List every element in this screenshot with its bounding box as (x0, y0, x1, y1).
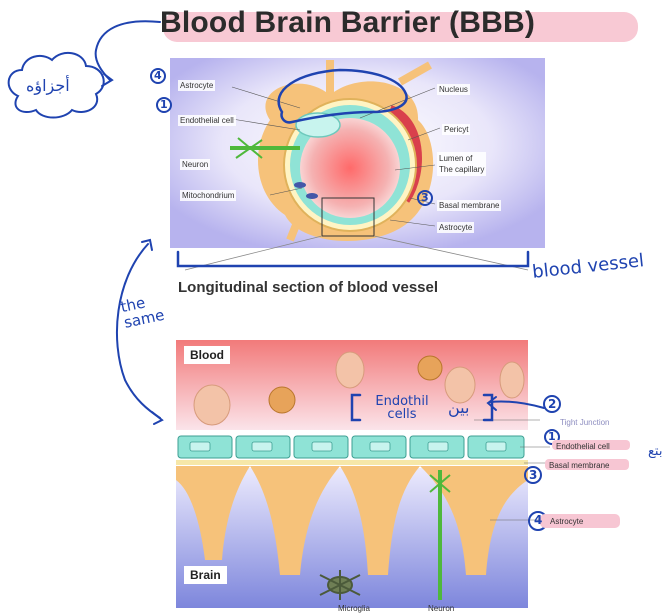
longitudinal-section-diagram (176, 340, 550, 608)
label-mitochondrium: Mitochondrium (180, 190, 236, 201)
label-neuron-bottom: Neuron (428, 604, 454, 613)
label-lumen: Lumen of The capillary (437, 152, 486, 176)
blood-label: Blood (184, 346, 230, 364)
handwritten-arabic-cloud: أجزاؤه (26, 76, 70, 95)
brain-label: Brain (184, 566, 227, 584)
hand-number-4-top: 4 (154, 69, 162, 82)
cross-section-diagram (170, 58, 545, 270)
hand-number-3-top: 3 (421, 191, 429, 204)
label-astrocyte-bottom-top: Astrocyte (437, 222, 474, 233)
hand-number-1-bottom: 1 (548, 430, 556, 443)
label-astrocyte-top: Astrocyte (178, 80, 215, 91)
handwritten-arabic-note: بين (448, 398, 469, 417)
label-basal-membrane-top: Basal membrane (437, 200, 501, 211)
hand-number-1-top: 1 (160, 98, 168, 111)
label-endothelial-cell: Endothelial cell (178, 115, 236, 126)
label-astrocyte-bottom: Astrocyte (550, 517, 583, 526)
label-highlights (540, 440, 630, 528)
hand-number-2-bottom: 2 (548, 397, 556, 411)
hand-number-4-bottom: 4 (534, 513, 542, 527)
label-basal-membrane-bottom: Basal membrane (549, 461, 609, 470)
label-tight-junction: Tight Junction (560, 418, 610, 427)
label-microglia: Microglia (338, 604, 370, 613)
handwritten-arabic-left: بتع (648, 444, 662, 459)
label-neuron-top: Neuron (180, 159, 210, 170)
label-nucleus: Nucleus (437, 84, 470, 95)
label-endothelial-cell-bottom: Endothelial cell (556, 442, 610, 451)
handwritten-endothelial-note: Endothil cells (362, 395, 442, 421)
section-title: Longitudinal section of blood vessel (178, 279, 438, 296)
label-pericyt: Pericyt (442, 124, 470, 135)
hand-number-3-bottom: 3 (529, 468, 537, 482)
